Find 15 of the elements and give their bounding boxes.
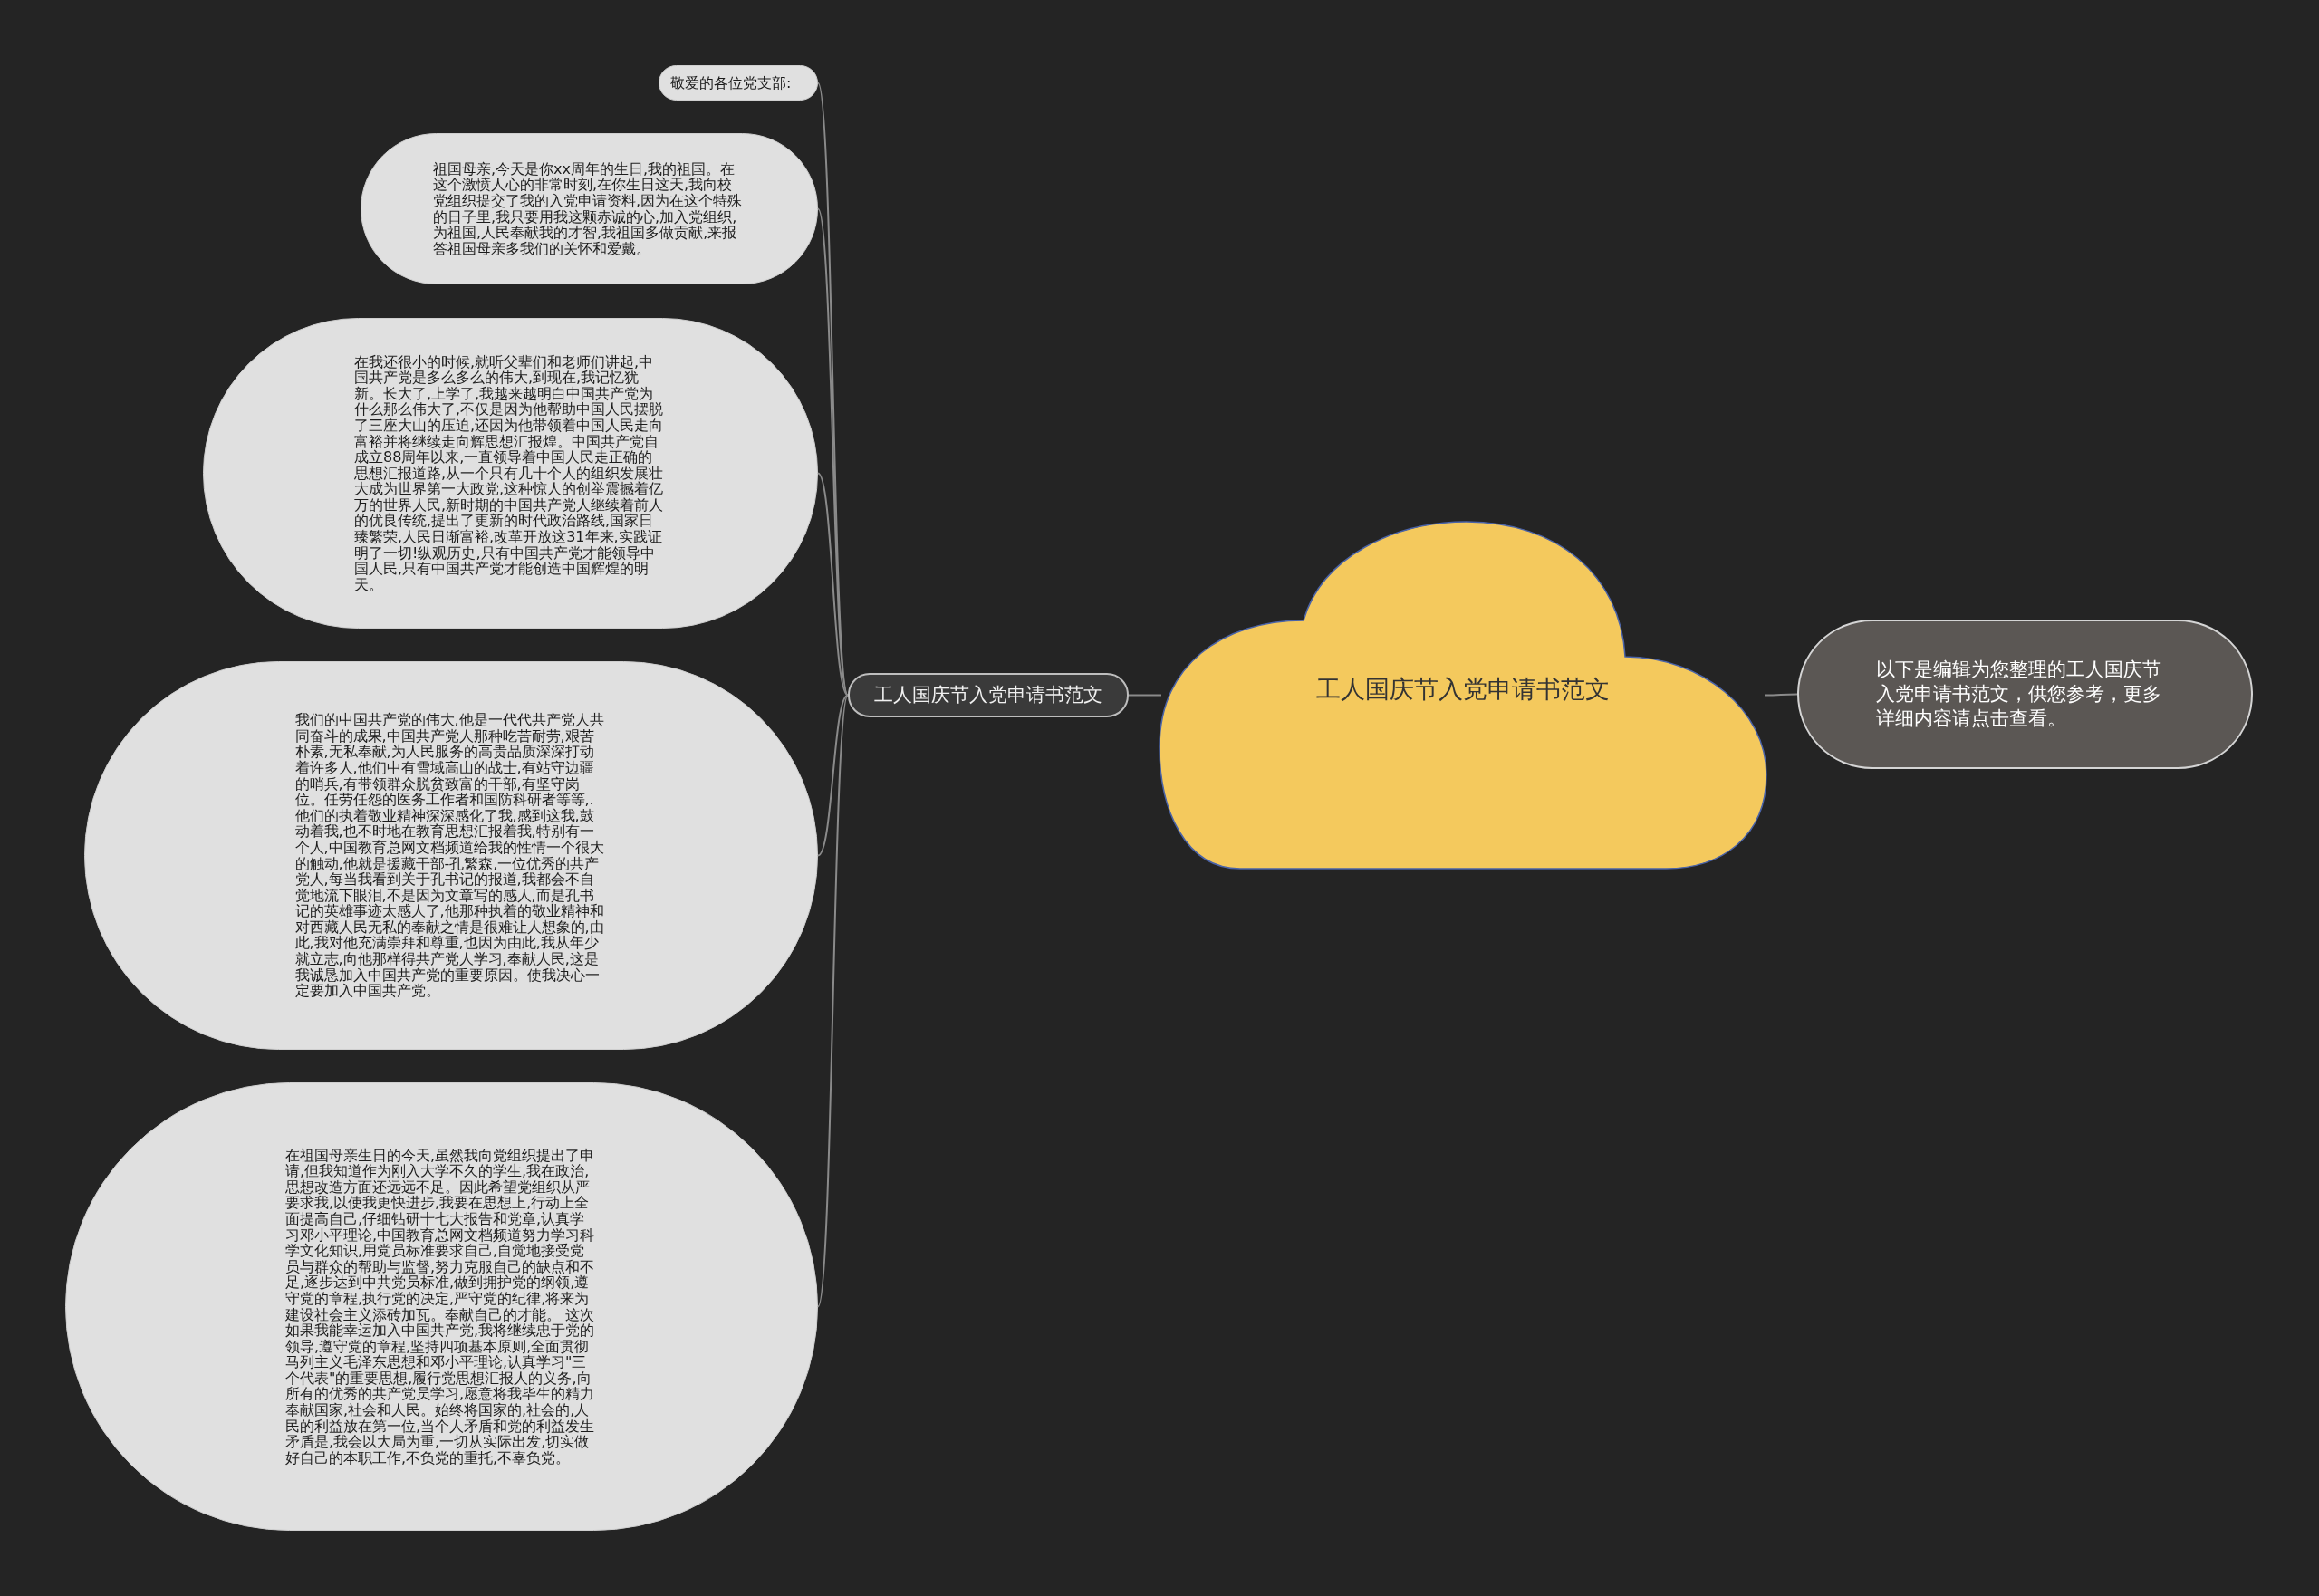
topic-title: 工人国庆节入党申请书范文 bbox=[1315, 674, 1611, 705]
connector bbox=[817, 472, 849, 697]
node-text: 在祖国母亲生日的今天,虽然我向党组织提出了申请,但我知道作为刚入大学不久的学生,我在政治,思想改造方面还远远不足。因此希望党组织从严要求我,以使我更快进步,我要在思想上,行动上全面提高自己,仔细钻研十七大报告和党章,认真学习邓小平理论,中国教育总网文档频道努力学习科学文化知识,用党员标准要求自己,自觉地接受党员与群众的帮助与监督,努力克服自己的缺点和不足,逐步达到中共党员标准,做到拥护党的纲领,遵守党的章程,执行党的决定,严守党的纪律,将来为建设社会主义添砖加瓦。奉献自己的才能。 这次如果我能幸运加入中国共产党,我将继续忠于党的领导,遵守党的章程,坚持四项基本原则,全面贯彻马列主义毛泽东思想和邓小平理论,认真学习"三个代表"的重要思想,履行党思想汇报人的义务,向所有的优秀的共产党员学习,愿意将我毕生的精力奉献国家,社会和人民。始终将国家的,社会的,人民的利益放在第一位,当个人矛盾和党的利益发生矛盾是,我会以大局为重,一切从实际出发,切实做好自己的本职工作,不负党的重托,不辜负党。 bbox=[285, 1147, 596, 1466]
connector bbox=[1764, 693, 1798, 697]
connector bbox=[817, 694, 849, 1308]
node-text: 敬爱的各位党支部: bbox=[670, 74, 793, 91]
text-bubble bbox=[659, 65, 818, 101]
node-text: 工人国庆节入党申请书范文 bbox=[873, 682, 1103, 707]
node-text: 在我还很小的时候,就听父辈们和老师们讲起,中国共产党是多么多么的伟大,到现在,我记忆犹新。长大了,上学了,我越来越明白中国共产党为什么那么伟大了,不仅是因为他帮助中国人民摆脱了三座大山的压迫,还因为他带领着中国人民走向富裕并将继续走向辉思想汇报煌。中国共产党自成立88周年以来,一直领导着中国人民走正确的思想汇报道路,从一个只有几十个人的组织发展壮大成为世界第一大政党,这种惊人的创举震撼着亿万的世界人民,新时期的中国共产党人继续着前人的优良传统,提出了更新的时代政治路线,国家日臻繁荣,人民日渐富裕,改革开放这31年来,实践证明了一切!纵观历史,只有中国共产党才能领导中国人民,只有中国共产党才能创造中国辉煌的明天。 bbox=[354, 353, 665, 593]
node-text: 以下是编辑为您整理的工人国庆节入党申请书范文，供您参考，更多详细内容请点击查看。 bbox=[1875, 657, 2162, 732]
node-text: 祖国母亲,今天是你xx周年的生日,我的祖国。在这个激愤人心的非常时刻,在你生日这天,我向校党组织提交了我的入党申请资料,因为在这个特殊的日子里,我只要用我这颗赤诚的心,加入党组织,为祖国,人民奉献我的才智,我祖国多做贡献,来报答祖国母亲多我们的关怀和爱戴。 bbox=[433, 160, 744, 257]
topic-box bbox=[848, 673, 1129, 717]
connector bbox=[817, 694, 849, 857]
connector bbox=[1128, 694, 1162, 697]
node-text: 我们的中国共产党的伟大,他是一代代共产党人共同奋斗的成果,中国共产党人那种吃苦耐劳,艰苦朴素,无私奉献,为人民服务的高贵品质深深打动着许多人,他们中有雪域高山的战士,有站守边疆的哨兵,有带领群众脱贫致富的干部,有坚守岗位。任劳任怨的医务工作者和国防科研者等等,.他们的执着敬业精神深深感化了我,感到这我,鼓动着我,也不时地在教育思想汇报着我,特别有一个人,中国教育总网文档频道给我的性情一个很大的触动,他就是援藏干部-孔繁森,一位优秀的共产党人,每当我看到关于孔书记的报道,我都会不自觉地流下眼泪,不是因为文章写的感人,而是孔书记的英雄事迹太感人了,他那种执着的敬业精神和对西藏人民无私的奉献之情是很难让人想象的,由此,我对他充满崇拜和尊重,也因为由此,我从年少就立志,向他那样得共产党人学习,奉献人民,这是我诚恳加入中国共产党的重要原因。使我决心一定要加入中国共产党。 bbox=[294, 712, 605, 999]
